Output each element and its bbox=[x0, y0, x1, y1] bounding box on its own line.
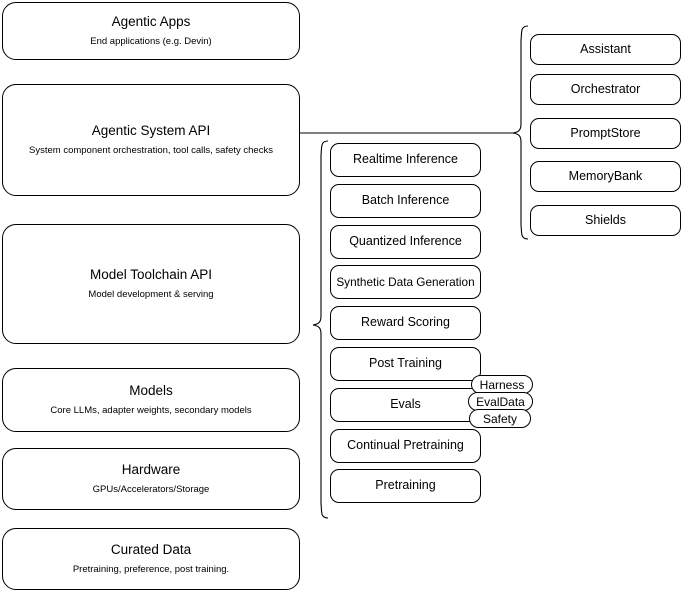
layer-models[interactable]: Models Core LLMs, adapter weights, secon… bbox=[2, 368, 300, 432]
component-memorybank[interactable]: MemoryBank bbox=[530, 161, 681, 192]
layer-subtitle: System component orchestration, tool cal… bbox=[29, 145, 273, 156]
component-assistant[interactable]: Assistant bbox=[530, 34, 681, 65]
layer-title: Model Toolchain API bbox=[89, 267, 213, 283]
component-promptstore[interactable]: PromptStore bbox=[530, 118, 681, 149]
capability-label: Realtime Inference bbox=[353, 152, 458, 167]
eval-pill-label: EvalData bbox=[476, 394, 525, 409]
eval-pill-label: Safety bbox=[482, 411, 518, 426]
eval-pill-label: Harness bbox=[479, 377, 525, 392]
layer-title: Models bbox=[129, 383, 173, 399]
capability-label: Pretraining bbox=[375, 478, 436, 493]
capability-reward-scoring[interactable]: Reward Scoring bbox=[330, 306, 481, 340]
component-label: Orchestrator bbox=[570, 81, 641, 96]
brace-agentic-components bbox=[512, 25, 529, 240]
capability-realtime-inference[interactable]: Realtime Inference bbox=[330, 143, 481, 177]
layer-agentic-apps[interactable]: Agentic Apps End applications (e.g. Devi… bbox=[2, 2, 300, 60]
layer-hardware[interactable]: Hardware GPUs/Accelerators/Storage bbox=[2, 448, 300, 510]
layer-curated-data[interactable]: Curated Data Pretraining, preference, po… bbox=[2, 528, 300, 590]
component-label: PromptStore bbox=[570, 125, 641, 140]
layer-subtitle: End applications (e.g. Devin) bbox=[90, 36, 212, 47]
layer-title: Agentic System API bbox=[91, 123, 211, 139]
layer-subtitle: Pretraining, preference, post training. bbox=[72, 564, 230, 575]
layer-model-toolchain-api[interactable]: Model Toolchain API Model development & … bbox=[2, 224, 300, 344]
layer-title: Agentic Apps bbox=[111, 14, 191, 30]
capability-quantized-inference[interactable]: Quantized Inference bbox=[330, 225, 481, 259]
component-label: Assistant bbox=[580, 41, 631, 56]
component-label: Shields bbox=[585, 212, 626, 227]
layer-agentic-system-api[interactable]: Agentic System API System component orch… bbox=[2, 84, 300, 196]
capability-evals[interactable]: Evals bbox=[330, 388, 481, 422]
capability-label: Evals bbox=[390, 397, 421, 412]
capability-continual-pretraining[interactable]: Continual Pretraining bbox=[330, 429, 481, 463]
component-orchestrator[interactable]: Orchestrator bbox=[530, 74, 681, 105]
capability-label: Continual Pretraining bbox=[347, 438, 464, 453]
layer-subtitle: Model development & serving bbox=[88, 289, 214, 300]
capability-label: Quantized Inference bbox=[349, 234, 462, 249]
capability-label: Reward Scoring bbox=[361, 315, 450, 330]
eval-pill-safety[interactable]: Safety bbox=[469, 409, 531, 428]
capability-pretraining[interactable]: Pretraining bbox=[330, 469, 481, 503]
component-shields[interactable]: Shields bbox=[530, 205, 681, 236]
capability-synthetic-data-generation[interactable]: Synthetic Data Generation bbox=[330, 265, 481, 299]
brace-model-toolchain-capabilities bbox=[312, 140, 329, 519]
capability-label: Batch Inference bbox=[361, 193, 450, 208]
layer-title: Curated Data bbox=[110, 542, 192, 558]
capability-label: Post Training bbox=[369, 356, 442, 371]
layer-subtitle: GPUs/Accelerators/Storage bbox=[92, 484, 210, 495]
component-label: MemoryBank bbox=[568, 168, 643, 183]
layer-title: Hardware bbox=[121, 462, 181, 478]
layer-subtitle: Core LLMs, adapter weights, secondary mo… bbox=[50, 405, 252, 416]
capability-post-training[interactable]: Post Training bbox=[330, 347, 481, 381]
capability-batch-inference[interactable]: Batch Inference bbox=[330, 184, 481, 218]
capability-label: Synthetic Data Generation bbox=[336, 274, 475, 289]
